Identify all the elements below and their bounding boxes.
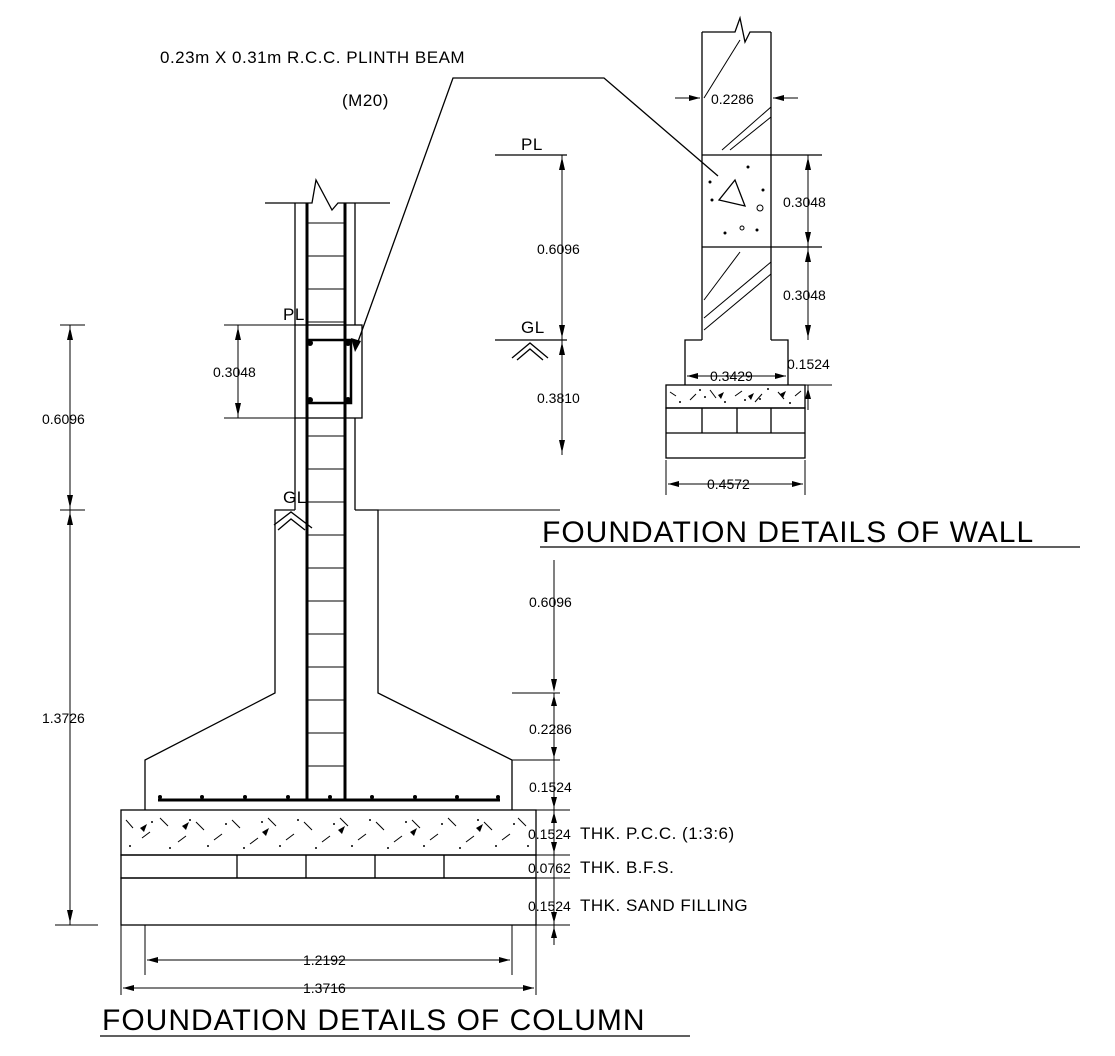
wall-step-height-dim: 0.1524 bbox=[787, 356, 830, 372]
column-beam-depth-dim: 0.3048 bbox=[213, 364, 256, 380]
wall-title: FOUNDATION DETAILS OF WALL bbox=[542, 516, 1034, 549]
wall-width-dim: 0.2286 bbox=[711, 91, 754, 107]
wall-below-beam-dim: 0.3048 bbox=[783, 287, 826, 303]
bfs-label: THK. B.F.S. bbox=[580, 858, 674, 877]
column-detail bbox=[55, 178, 570, 995]
callout-leaders bbox=[351, 77, 719, 352]
column-pl-gl-dim: 0.6096 bbox=[42, 411, 85, 427]
wall-pl-label: PL bbox=[521, 135, 543, 154]
beam-callout-line2: (M20) bbox=[342, 91, 389, 110]
column-bfs-thk-dim: 0.0762 bbox=[528, 860, 571, 876]
wall-footing-width-dim: 0.4572 bbox=[707, 476, 750, 492]
wall-gl-label: GL bbox=[521, 318, 545, 337]
wall-detail bbox=[495, 15, 832, 495]
column-total-below-gl-dim: 1.3726 bbox=[42, 710, 85, 726]
column-gl-label: GL bbox=[283, 488, 307, 507]
sand-label: THK. SAND FILLING bbox=[580, 896, 748, 915]
column-pedestal-height-dim: 0.6096 bbox=[529, 594, 572, 610]
wall-pl-gl-dim: 0.6096 bbox=[537, 241, 580, 257]
wall-gl-footing-dim: 0.3810 bbox=[537, 390, 580, 406]
wall-step-width-dim: 0.3429 bbox=[710, 368, 753, 384]
column-footing-edge-dim: 0.1524 bbox=[529, 779, 572, 795]
column-title: FOUNDATION DETAILS OF COLUMN bbox=[102, 1004, 646, 1037]
column-pcc-thk-dim: 0.1524 bbox=[528, 826, 571, 842]
column-sand-thk-dim: 0.1524 bbox=[528, 898, 571, 914]
beam-callout-line1: 0.23m X 0.31m R.C.C. PLINTH BEAM bbox=[160, 48, 465, 67]
column-base-width-dim: 1.3716 bbox=[303, 980, 346, 996]
pcc-label: THK. P.C.C. (1:3:6) bbox=[580, 824, 735, 843]
column-pl-label: PL bbox=[283, 305, 305, 324]
column-footing-width-dim: 1.2192 bbox=[303, 952, 346, 968]
wall-beam-depth-dim: 0.3048 bbox=[783, 194, 826, 210]
column-slope-height-dim: 0.2286 bbox=[529, 721, 572, 737]
